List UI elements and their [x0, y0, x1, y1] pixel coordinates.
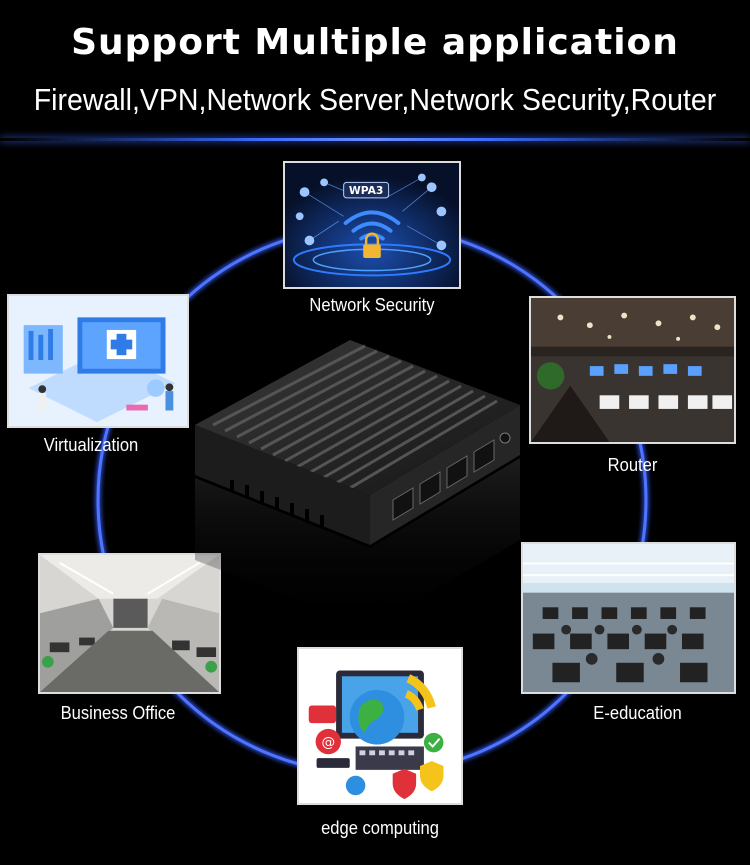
- router-image: [529, 296, 736, 444]
- network-security-image: WPA3: [283, 161, 461, 289]
- page-title: Support Multiple application: [71, 22, 679, 63]
- wpa3-badge: WPA3: [349, 184, 384, 197]
- router-label: Router: [607, 455, 658, 475]
- page-subtitle: Firewall,VPN,Network Server,Network Secu…: [33, 82, 717, 117]
- virtualization-label: Virtualization: [43, 435, 139, 455]
- edge-computing-image: @: [297, 647, 463, 805]
- mini-pc-device: [195, 340, 520, 628]
- e-education-label: E-education: [593, 703, 682, 723]
- business-office-label: Business Office: [60, 703, 176, 723]
- virtualization-image: [7, 294, 189, 428]
- edge-computing-label: edge computing: [321, 818, 439, 838]
- svg-text:@: @: [321, 734, 335, 750]
- header-divider: [0, 138, 750, 141]
- e-education-image: [521, 542, 736, 694]
- business-office-image: [38, 553, 221, 694]
- network-security-label: Network Security: [309, 295, 435, 315]
